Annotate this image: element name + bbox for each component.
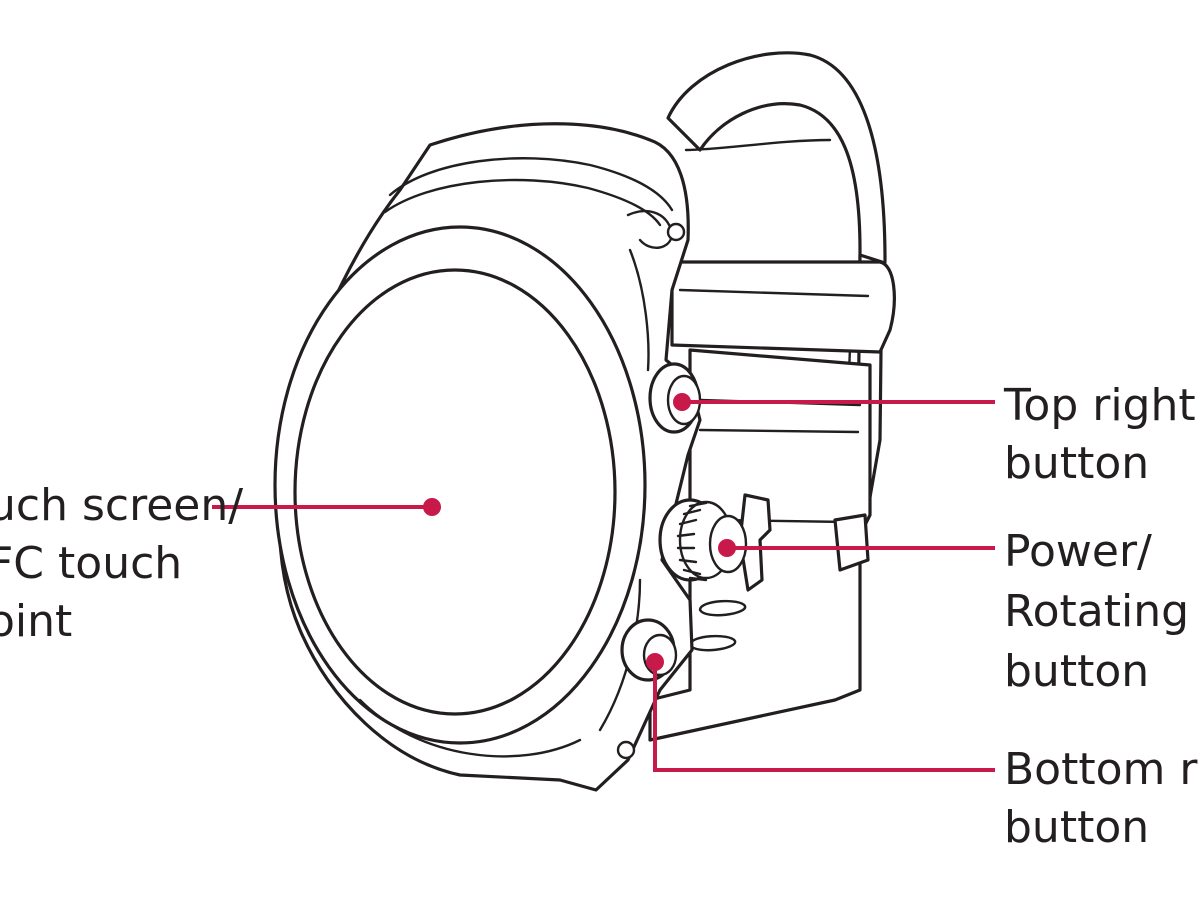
callout-power-button: Power/ Rotating si button [1004,526,1200,697]
rotating-crown [658,498,748,582]
watch-case [273,122,702,792]
callout-top-right-line1: Top right [1003,380,1196,431]
callout-power-line3: button [1004,646,1149,697]
callout-touch-screen: uch screen/ FC touch oint [0,480,243,647]
callout-top-right-line2: button [1004,438,1149,489]
touch-screen [293,268,617,716]
watch-strap [648,51,896,742]
callout-leaders [212,393,995,772]
callout-power-line1: Power/ [1004,526,1152,577]
bottom-right-button [620,618,678,682]
callout-bottom-right-button: Bottom rig button [1004,744,1200,853]
callout-power-line2: Rotating si [1004,586,1200,637]
callout-touch-screen-line2: FC touch [0,538,182,589]
callout-top-right-button: Top right button [1003,380,1196,489]
callout-bottom-right-line1: Bottom rig [1004,744,1200,795]
screw-icon [666,222,686,242]
callout-bottom-right-line2: button [1004,802,1149,853]
screw-icon [616,740,636,760]
callout-touch-screen-line3: oint [0,596,72,647]
callout-touch-screen-line1: uch screen/ [0,480,243,531]
